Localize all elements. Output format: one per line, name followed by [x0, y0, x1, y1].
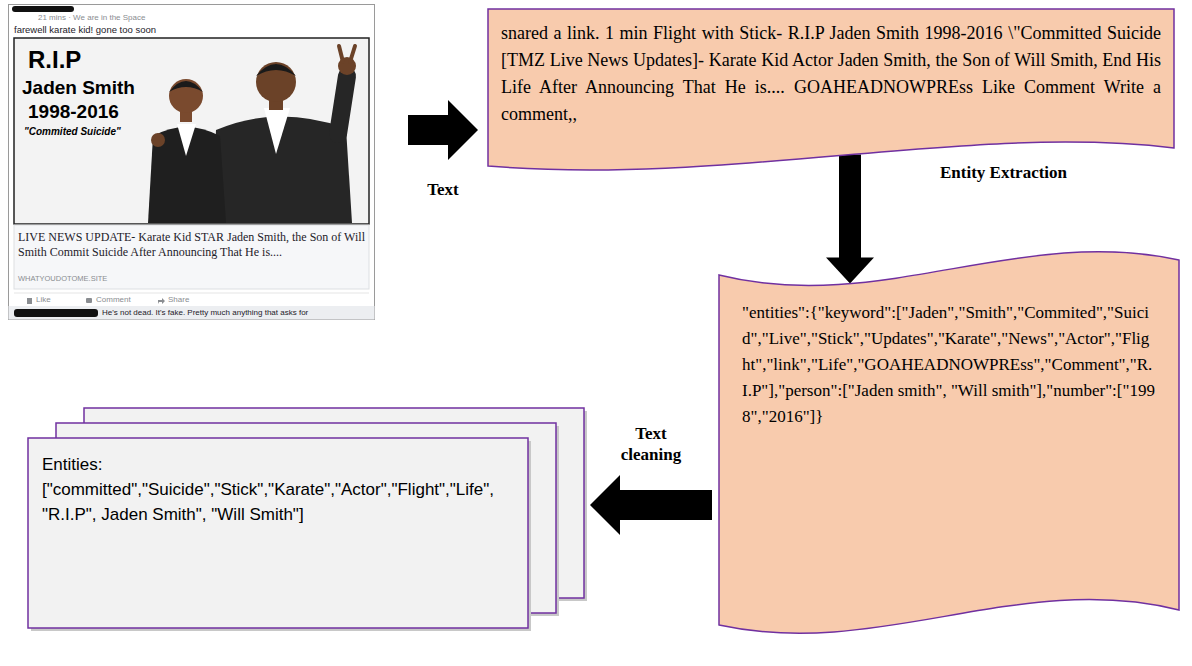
photo-frame [14, 38, 369, 224]
like-icon [27, 298, 32, 304]
arrow-label: Entity Extraction [940, 163, 1067, 183]
comment-strip [9, 306, 375, 320]
tape-shape-outline [718, 240, 1180, 645]
post-screenshot: 21 mins · We are in the Space farewell ka… [8, 4, 375, 320]
tape-shape: "entities":{"keyword":["Jaden","Smith","… [718, 240, 1180, 645]
link-caption-box [14, 225, 369, 289]
comment-icon [86, 298, 92, 303]
document-shape: snared a link. 1 min Flight with Stick- … [487, 8, 1175, 178]
link-title: LIVE NEWS UPDATE- Karate Kid STAR Jaden … [18, 230, 368, 260]
tape-outline [719, 252, 1179, 634]
photo-dates: 1998-2016 [28, 101, 119, 123]
photo-name: Jaden Smith [22, 77, 135, 99]
block-arrow [408, 100, 478, 160]
sheet-outline [28, 438, 528, 628]
reply-comment: He's not dead. It's fake. Pretty much an… [102, 308, 308, 317]
photo-note: "Commited Suicide" [24, 126, 121, 137]
post-meta: 21 mins · We are in the Space [38, 13, 145, 22]
screenshot-frame [9, 5, 375, 320]
entities-list: ["committed","Suicide","Stick","Karate",… [42, 477, 514, 527]
block-arrow [590, 475, 712, 535]
separator-line [14, 293, 369, 294]
entity-json: "entities":{"keyword":["Jaden","Smith","… [742, 300, 1156, 430]
redaction-bar [14, 309, 98, 317]
extracted-text: snared a link. 1 min Flight with Stick- … [501, 20, 1161, 128]
link-domain: WHATYOUDOTOME.SITE [18, 274, 107, 283]
arrow-label: Text [427, 180, 459, 200]
multi-document-shape: Entities:["committed","Suicide","Stick",… [28, 408, 584, 628]
arrow-label: Text cleaning [606, 424, 696, 465]
entities-heading: Entities: [42, 452, 514, 477]
action-comment: Comment [96, 295, 131, 304]
photo-people [148, 46, 356, 223]
photo-heading: R.I.P [28, 46, 81, 74]
share-icon [158, 298, 165, 304]
redaction-bar [12, 6, 74, 12]
action-share: Share [168, 295, 189, 304]
post-message: farewell karate kid! gone too soon [14, 24, 156, 35]
document-outline [488, 9, 1174, 170]
block-arrow [826, 155, 874, 284]
action-like: Like [36, 295, 51, 304]
